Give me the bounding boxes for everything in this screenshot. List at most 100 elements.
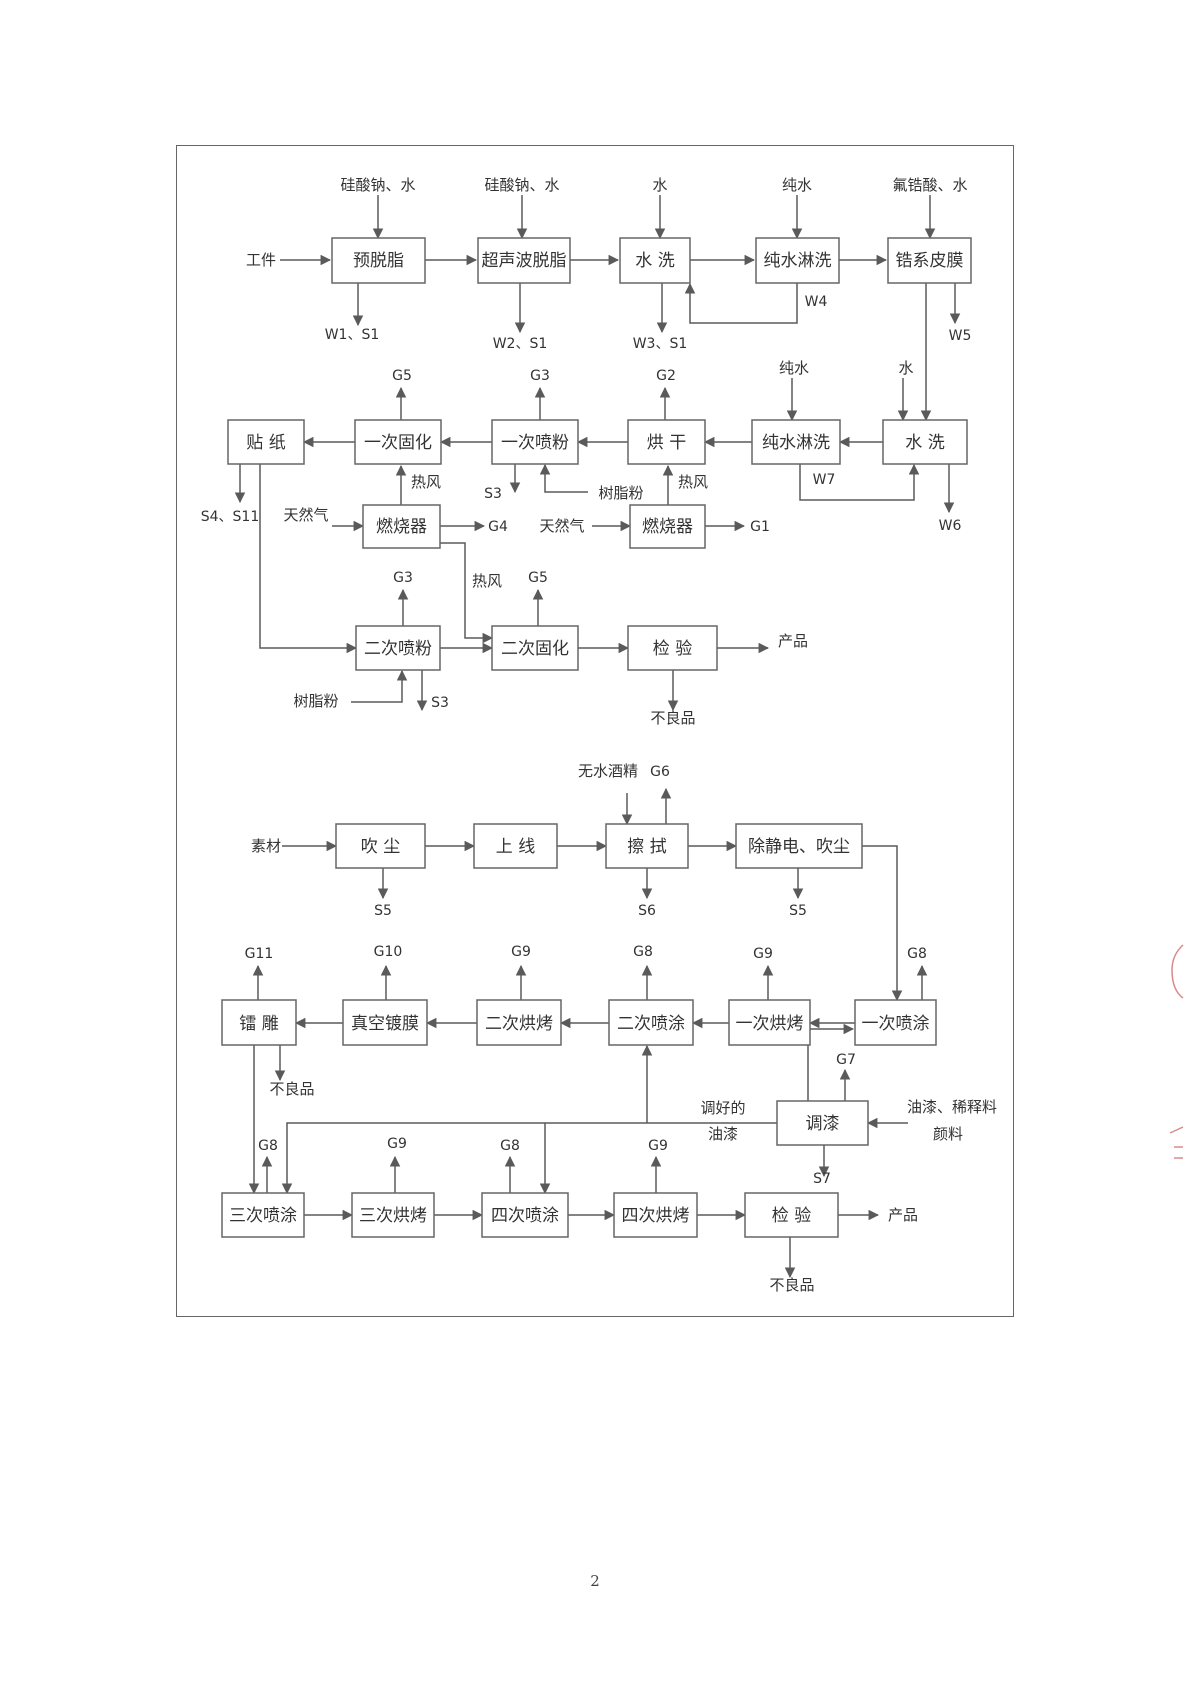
diagram2-boxes: 吹 尘 上 线 擦 拭 除静电、吹尘 一次喷涂 一次烘烤 二次喷涂 二次烘烤 真… xyxy=(221,823,937,1238)
label-resin-powder-b: 树脂粉 xyxy=(293,692,338,710)
svg-text:二次固化: 二次固化 xyxy=(501,639,569,659)
label-natural-gas-a: 天然气 xyxy=(283,506,328,524)
svg-text:燃烧器: 燃烧器 xyxy=(642,517,693,537)
label-g9-a: G9 xyxy=(753,946,773,962)
box-water-wash-1: 水 洗 xyxy=(619,237,691,284)
label-input-ultrasonic: 硅酸钠、水 xyxy=(484,176,559,194)
label-workpiece: 工件 xyxy=(246,251,276,269)
svg-text:吹 尘: 吹 尘 xyxy=(361,837,400,857)
label-hot-air-c: 热风 xyxy=(472,572,502,590)
label-g8-b: G8 xyxy=(633,944,653,960)
box-curing-2: 二次固化 xyxy=(491,625,579,671)
box-curing-1: 一次固化 xyxy=(354,419,442,465)
svg-text:燃烧器: 燃烧器 xyxy=(376,517,427,537)
svg-text:二次烘烤: 二次烘烤 xyxy=(485,1014,553,1034)
label-paint-diluent: 油漆、稀释料 xyxy=(907,1098,997,1116)
label-mixed-paint-1: 调好的 xyxy=(700,1099,745,1117)
label-g8-d: G8 xyxy=(500,1138,520,1154)
label-w5: W5 xyxy=(949,328,972,344)
svg-text:二次喷粉: 二次喷粉 xyxy=(364,639,432,659)
label-g9-d: G9 xyxy=(648,1138,668,1154)
box-inspection-1: 检 验 xyxy=(627,625,718,671)
label-w4: W4 xyxy=(805,294,828,310)
diagram-frame xyxy=(176,145,1014,1317)
box-laser-engrave: 镭 雕 xyxy=(221,999,297,1046)
label-hot-air-a: 热风 xyxy=(678,473,708,491)
label-pigment: 颜料 xyxy=(933,1125,963,1143)
label-s6: S6 xyxy=(638,903,656,919)
svg-text:一次喷粉: 一次喷粉 xyxy=(501,433,569,453)
box-powder-spray-2: 二次喷粉 xyxy=(355,625,441,671)
svg-text:三次喷涂: 三次喷涂 xyxy=(229,1206,297,1226)
label-reject-c: 不良品 xyxy=(769,1276,814,1294)
box-pre-degrease: 预脱脂 xyxy=(331,237,426,284)
box-blow-dust-1: 吹 尘 xyxy=(335,823,426,869)
svg-text:水 洗: 水 洗 xyxy=(635,251,674,271)
box-spray-coat-2: 二次喷涂 xyxy=(608,999,694,1046)
label-g7: G7 xyxy=(836,1052,856,1068)
svg-text:锆系皮膜: 锆系皮膜 xyxy=(896,251,964,271)
svg-text:二次喷涂: 二次喷涂 xyxy=(617,1014,685,1034)
box-wipe: 擦 拭 xyxy=(605,823,689,869)
label-g9-b: G9 xyxy=(511,944,531,960)
label-g5-b: G5 xyxy=(528,570,548,586)
box-spray-coat-4: 四次喷涂 xyxy=(481,1192,569,1238)
svg-text:烘 干: 烘 干 xyxy=(647,433,686,453)
label-w3-s1: W3、S1 xyxy=(633,336,688,352)
box-destatic-blow-dust: 除静电、吹尘 xyxy=(735,823,863,869)
svg-text:调漆: 调漆 xyxy=(806,1114,840,1134)
label-s3-b: S3 xyxy=(431,695,449,711)
label-g6: G6 xyxy=(650,764,670,780)
label-input-fluorozirconic: 氟锆酸、水 xyxy=(892,176,967,194)
label-alcohol: 无水酒精 xyxy=(578,762,638,780)
svg-text:纯水淋洗: 纯水淋洗 xyxy=(762,433,830,453)
box-sticker: 贴 纸 xyxy=(227,419,305,465)
svg-text:一次烘烤: 一次烘烤 xyxy=(736,1014,804,1034)
svg-text:擦 拭: 擦 拭 xyxy=(627,837,666,857)
label-reject-a: 不良品 xyxy=(650,709,695,727)
svg-text:预脱脂: 预脱脂 xyxy=(353,251,404,271)
label-g1: G1 xyxy=(750,519,770,535)
svg-text:上 线: 上 线 xyxy=(496,837,535,857)
label-w1-s1: W1、S1 xyxy=(325,327,380,343)
label-w7: W7 xyxy=(813,472,836,488)
label-g8-a: G8 xyxy=(907,946,927,962)
box-inspection-2: 检 验 xyxy=(744,1192,839,1238)
label-g8-c: G8 xyxy=(258,1138,278,1154)
svg-text:除静电、吹尘: 除静电、吹尘 xyxy=(748,837,850,857)
box-bake-3: 三次烘烤 xyxy=(351,1192,435,1238)
label-input-water: 水 xyxy=(652,176,667,194)
label-material: 素材 xyxy=(251,837,281,855)
label-input-pre-degrease: 硅酸钠、水 xyxy=(340,176,415,194)
box-spray-coat-3: 三次喷涂 xyxy=(221,1192,305,1238)
box-spray-coat-1: 一次喷涂 xyxy=(854,999,937,1046)
label-product-b: 产品 xyxy=(888,1206,918,1224)
svg-text:四次烘烤: 四次烘烤 xyxy=(622,1206,690,1226)
label-product-a: 产品 xyxy=(778,632,808,650)
box-vacuum-coating: 真空镀膜 xyxy=(342,999,428,1046)
box-powder-spray-1: 一次喷粉 xyxy=(491,419,579,465)
label-s3-a: S3 xyxy=(484,486,502,502)
stamp-mark xyxy=(1169,944,1184,1159)
label-hot-air-b: 热风 xyxy=(411,473,441,491)
diagram1-boxes: 预脱脂 超声波脱脂 水 洗 纯水淋洗 锆系皮膜 水 洗 纯水淋洗 烘 干 一次喷… xyxy=(227,237,972,671)
label-s7: S7 xyxy=(813,1171,831,1187)
label-g3-b: G3 xyxy=(393,570,413,586)
label-natural-gas-b: 天然气 xyxy=(539,517,584,535)
label-w2-s1: W2、S1 xyxy=(493,336,548,352)
diagram2-labels: 素材 无水酒精 G6 S5 S6 S5 G8 G9 G8 G9 G10 G11 … xyxy=(245,762,997,1294)
label-g2: G2 xyxy=(656,368,676,384)
svg-text:一次固化: 一次固化 xyxy=(364,433,432,453)
svg-text:真空镀膜: 真空镀膜 xyxy=(351,1014,419,1034)
label-input-water-2: 水 xyxy=(898,359,913,377)
label-resin-powder-a: 树脂粉 xyxy=(598,484,643,502)
label-input-pure-water-2: 纯水 xyxy=(779,359,809,377)
label-w6: W6 xyxy=(939,518,962,534)
box-water-wash-2: 水 洗 xyxy=(882,419,968,465)
svg-text:三次烘烤: 三次烘烤 xyxy=(359,1206,427,1226)
box-ultrasonic-degrease: 超声波脱脂 xyxy=(477,237,571,284)
label-g4: G4 xyxy=(488,519,508,535)
box-drying: 烘 干 xyxy=(627,419,706,465)
label-g10: G10 xyxy=(374,944,403,960)
label-g5-a: G5 xyxy=(392,368,412,384)
